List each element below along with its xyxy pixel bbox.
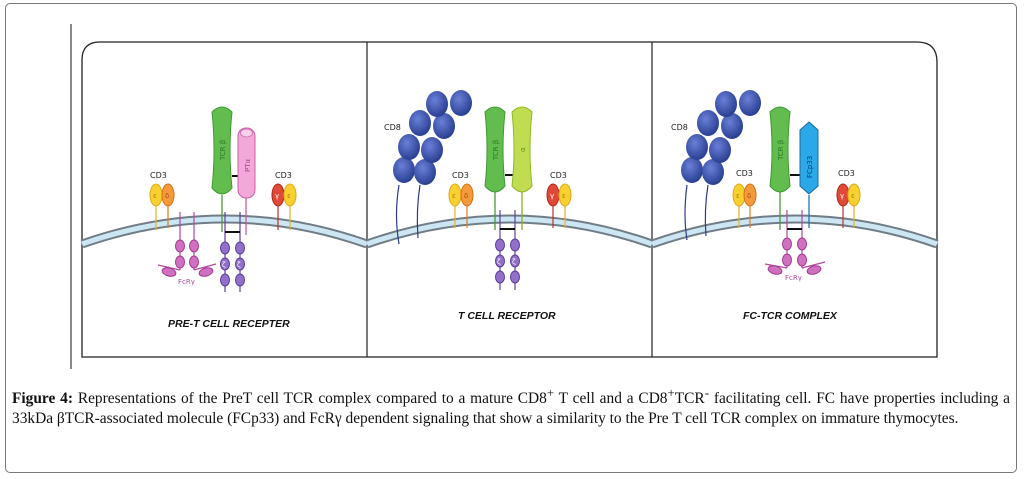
delta-glyph: δ: [165, 192, 169, 200]
zeta-glyph: ζ: [512, 258, 516, 266]
caption-text: Representations of the PreT cell TCR com…: [72, 390, 547, 408]
panel-title: PRE-T CELL RECEPTER: [168, 318, 290, 330]
zeta-glyph: ζ: [497, 258, 501, 266]
cd3-gamma-epsilon: γ ε: [271, 183, 297, 230]
delta-glyph: δ: [747, 192, 751, 200]
fcp33-molecule: FCp33: [799, 121, 819, 228]
tcr-beta-chain: TCR β: [211, 106, 233, 232]
cd3-epsilon-delta: ε δ: [732, 183, 757, 228]
caption-text: TCR: [674, 390, 705, 408]
figure-frame: [5, 3, 1017, 473]
tcr-alpha-label: α: [519, 147, 527, 152]
fcr-gamma-label: FcRγ: [178, 278, 195, 286]
gamma-glyph: γ: [550, 192, 554, 200]
tcr-beta-chain: TCR β: [484, 106, 506, 230]
fcr-gamma-dimer: FcRγ: [157, 212, 217, 286]
zeta-dimer: ζ ζ: [495, 210, 520, 290]
fcr-gamma-label: FcRγ: [785, 274, 802, 282]
zeta-dimer: ζ ζ: [220, 212, 245, 292]
cd3-left-label: CD3: [736, 169, 753, 178]
cd8-label: CD8: [384, 123, 401, 132]
caption-label: Figure 4:: [12, 390, 73, 408]
caption-sup: +: [667, 386, 675, 400]
cd3-gamma-epsilon: γ ε: [546, 183, 572, 228]
zeta-glyph: ζ: [237, 261, 241, 269]
fcr-gamma-dimer: FcRγ: [764, 210, 826, 282]
cd3-epsilon-delta: ε δ: [448, 183, 474, 228]
epsilon-glyph: ε: [153, 192, 157, 200]
gamma-glyph: γ: [275, 192, 279, 200]
delta-glyph: δ: [464, 192, 468, 200]
cd3-left-label: CD3: [150, 171, 167, 180]
caption-sup: +: [546, 386, 555, 400]
tcr-beta-label: TCR β: [219, 140, 227, 161]
epsilon-glyph: ε: [851, 192, 855, 200]
cd3-right-label: CD3: [275, 171, 292, 180]
caption-text: facilitating cell. FC have properties in…: [12, 390, 1011, 428]
figure-caption: Figure 4: Representations of the PreT ce…: [12, 383, 1010, 429]
panel-fc-tcr: CD8 CD3 ε δ TCR β: [671, 90, 861, 322]
cd3-epsilon-delta: ε δ: [149, 183, 175, 230]
tcr-beta-chain: TCR β: [769, 106, 791, 230]
cd3-gamma-epsilon: γ ε: [836, 183, 861, 228]
cd8-coreceptor: [393, 90, 472, 245]
epsilon-glyph: ε: [736, 192, 740, 200]
margin-rule: [70, 24, 72, 369]
cd3-right-label: CD3: [550, 171, 567, 180]
epsilon-glyph: ε: [562, 192, 566, 200]
pt-alpha-chain: PTα: [237, 127, 256, 235]
gamma-glyph: γ: [840, 192, 844, 200]
caption-text: T cell and a CD8: [554, 390, 668, 408]
tcr-alpha-chain: α: [511, 106, 533, 230]
epsilon-glyph: ε: [452, 192, 456, 200]
panel-pre-t-cell: CD3 ε δ TCR β PTα CD3: [149, 106, 297, 330]
panel-title: FC-TCR COMPLEX: [743, 310, 838, 322]
cell-membrane: [80, 214, 939, 249]
tcr-beta-label: TCR β: [492, 140, 500, 161]
zeta-glyph: ζ: [222, 261, 226, 269]
cd8-label: CD8: [671, 123, 688, 132]
pt-alpha-label: PTα: [244, 159, 252, 172]
cd3-right-label: CD3: [838, 169, 855, 178]
epsilon-glyph: ε: [287, 192, 291, 200]
fcp33-label: FCp33: [806, 156, 814, 178]
panel-title: T CELL RECEPTOR: [458, 310, 556, 322]
tcr-beta-label: TCR β: [777, 140, 785, 161]
panel-t-cell: CD8 CD3 ε δ TCR β: [384, 90, 572, 322]
caption-sup: -: [704, 386, 709, 400]
cd3-left-label: CD3: [452, 171, 469, 180]
cd8-coreceptor: [681, 90, 761, 241]
